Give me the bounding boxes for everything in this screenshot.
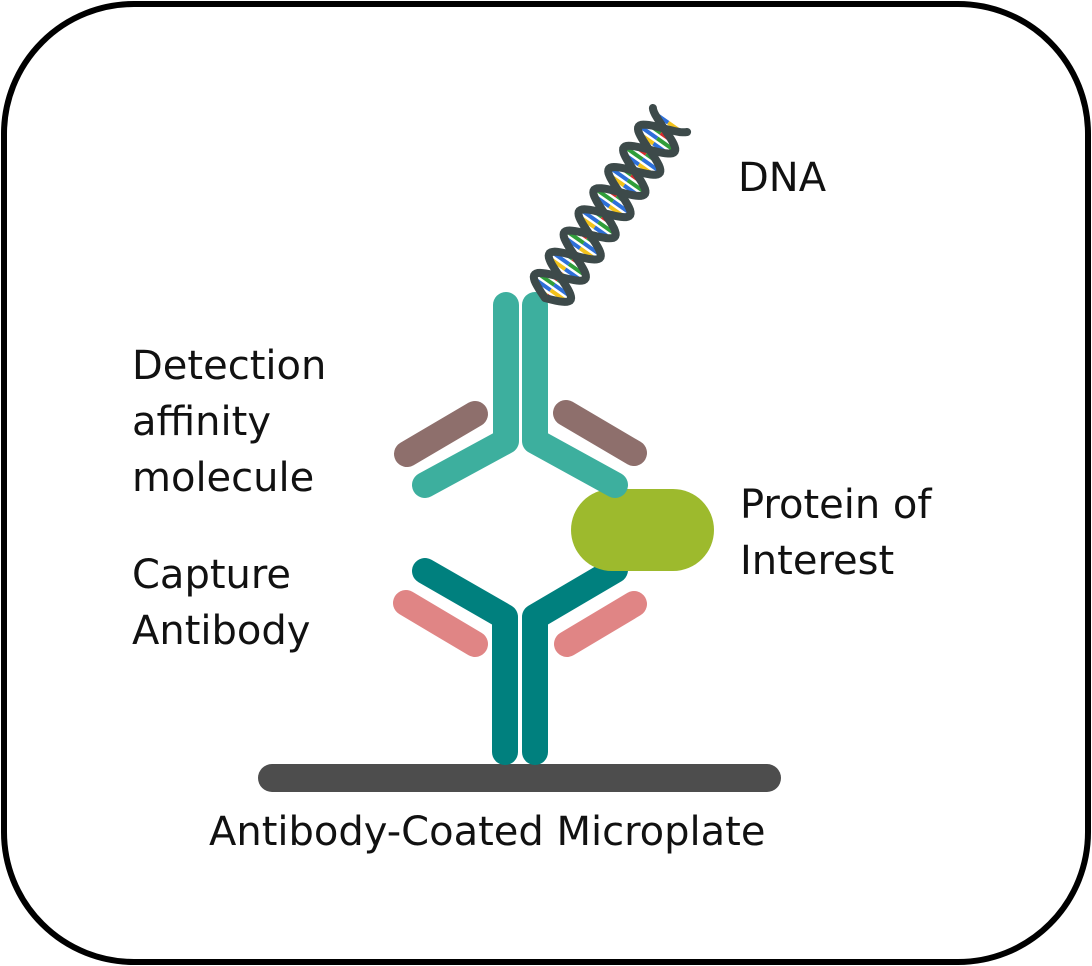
capture-heavy-chain-left bbox=[412, 558, 518, 765]
capture-label-line-2: Antibody bbox=[132, 608, 311, 654]
capture-light-chain-left bbox=[393, 590, 488, 657]
detection-light-chain-right bbox=[553, 400, 647, 466]
protein-of-interest bbox=[571, 489, 714, 571]
detection-light-chain-left bbox=[394, 401, 488, 467]
dna-label: DNA bbox=[738, 155, 827, 201]
dna-backbone-strand-2 bbox=[529, 104, 680, 302]
capture-antibody-label: Capture Antibody bbox=[132, 547, 310, 659]
protein-label-line-1: Protein of bbox=[740, 482, 932, 528]
capture-light-chain-right bbox=[554, 591, 647, 657]
protein-label-line-2: Interest bbox=[740, 538, 895, 584]
detection-heavy-chain-right bbox=[522, 292, 628, 498]
microplate-label: Antibody-Coated Microplate bbox=[209, 809, 766, 855]
capture-antibody bbox=[393, 557, 647, 765]
capture-label-line-1: Capture bbox=[132, 552, 292, 598]
detection-affinity-molecule-label: Detection affinity molecule bbox=[132, 338, 326, 506]
detection-heavy-chain-left bbox=[412, 292, 519, 498]
detection-label-line-3: molecule bbox=[132, 455, 315, 501]
dna-helix bbox=[529, 104, 692, 306]
detection-label-line-1: Detection bbox=[132, 343, 327, 389]
detection-label-line-2: affinity bbox=[132, 399, 272, 445]
protein-of-interest-label: Protein of Interest bbox=[740, 477, 931, 589]
detection-affinity-molecule bbox=[394, 292, 647, 498]
capture-heavy-chain-right bbox=[522, 557, 628, 765]
